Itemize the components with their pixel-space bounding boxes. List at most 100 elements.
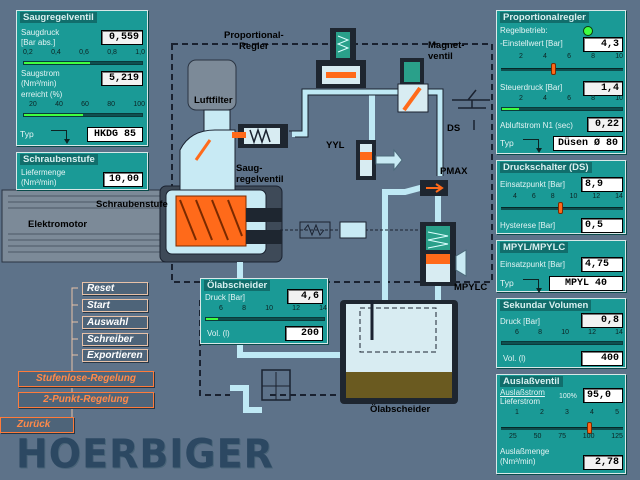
tick: 12	[592, 193, 601, 200]
einstellwert-slider-track[interactable]	[501, 68, 623, 71]
tick: 3	[565, 409, 569, 416]
saugdruck-bar	[23, 61, 143, 65]
saugdruck-scale: 0,2 0,4 0,6 0,8 1,0	[23, 49, 145, 56]
exportieren-button[interactable]: Exportieren	[82, 349, 148, 362]
hysterese-label: Hysterese [Bar]	[500, 221, 556, 230]
erreicht-scale: 20 40 60 80 100	[29, 101, 145, 108]
liefermenge-label: Liefermenge	[21, 168, 66, 177]
stufenlose-regelung-button[interactable]: Stufenlose-Regelung	[18, 371, 154, 387]
liefermenge-value[interactable]: 10,00	[103, 172, 143, 187]
hysterese-value[interactable]: 0,5	[581, 218, 623, 233]
auslassmenge-unit: (Nm³/min)	[500, 457, 536, 466]
einstellwert-slider-knob[interactable]	[551, 63, 556, 75]
einsatzpunkt-slider-knob[interactable]	[558, 202, 563, 214]
steuerdruck-scale: 2 4 6 8 10	[519, 95, 623, 102]
tick: 1,0	[135, 49, 145, 56]
panel-title: Ölabscheider	[204, 280, 271, 291]
tick: 10	[561, 329, 569, 336]
einstellwert-value[interactable]: 4,3	[583, 37, 623, 52]
reset-button[interactable]: Reset	[82, 282, 148, 295]
typ-label: Typ	[20, 129, 34, 139]
auswahl-button[interactable]: Auswahl	[82, 316, 148, 329]
tick: 8	[591, 95, 596, 102]
typ-arrow-icon[interactable]	[523, 279, 542, 293]
auslassstrom-value[interactable]: 95,0	[583, 388, 623, 403]
mpyl-panel: MPYL/MPYLC Einsatzpunkt [Bar] 4,75 Typ M…	[496, 240, 626, 293]
tick: 4	[590, 409, 594, 416]
einsatzpunkt-label: Einsatzpunkt [Bar]	[500, 180, 565, 189]
tick: 10	[569, 193, 578, 200]
einsatzpunkt-value[interactable]: 8,9	[581, 177, 623, 192]
typ-value[interactable]: MPYL 40	[549, 276, 623, 291]
tick: 1	[515, 409, 519, 416]
vol-value[interactable]: 200	[285, 326, 323, 341]
typ-arrow-icon[interactable]	[523, 139, 542, 153]
sekundar-vol-value[interactable]: 400	[581, 351, 623, 366]
tick: 8	[550, 193, 555, 200]
lieferstrom-label: Lieferstrom	[500, 397, 541, 406]
lieferstrom-scale: 1 2 3 4 5	[515, 409, 619, 416]
tick: 12	[588, 329, 596, 336]
tick: 6	[531, 193, 536, 200]
auslass-slider-knob[interactable]	[587, 422, 592, 434]
tick: 100	[582, 433, 595, 440]
typ-row: Typ HKDG 85	[17, 127, 147, 144]
abluftstrom-value: 0,22	[587, 117, 623, 132]
einstellwert-label: -Einstellwert [Bar]	[500, 39, 563, 48]
liefermenge-unit: (Nm³/min)	[21, 178, 57, 187]
olabscheider-panel: Ölabscheider Druck [Bar] 4,6 6 8 10 12 1…	[200, 278, 328, 344]
typ-value[interactable]: HKDG 85	[87, 127, 143, 142]
tick: 0,2	[23, 49, 33, 56]
druck-bar	[205, 317, 325, 321]
2-punkt-regelung-button[interactable]: 2-Punkt-Regelung	[18, 392, 154, 408]
typ-value[interactable]: Düsen Ø 80	[553, 136, 623, 151]
tick: 4	[543, 95, 547, 102]
zurueck-button[interactable]: Zurück	[0, 417, 74, 433]
tick: 10	[615, 95, 623, 102]
tick: 0,6	[79, 49, 89, 56]
panel-title: Auslaßventil	[500, 376, 563, 387]
tick: 6	[515, 329, 519, 336]
druck-value: 4,6	[287, 289, 323, 304]
saugdruck-value: 0,559	[101, 30, 143, 45]
saugregelventil-panel: Saugregelventil Saugdruck [Bar abs.] 0,5…	[16, 10, 148, 146]
tick: 8	[591, 53, 596, 60]
typ-arrow-icon[interactable]	[51, 130, 70, 144]
tick: 4	[513, 193, 517, 200]
label-olabscheider: Ölabscheider	[370, 404, 431, 415]
auslassventil-panel: Auslaßventil Auslaßstrom 100% Lieferstro…	[496, 374, 626, 474]
panel-title: Saugregelventil	[20, 12, 97, 23]
label-schraubenstufe: Schraubenstufe	[96, 199, 168, 210]
tick: 0,4	[51, 49, 61, 56]
tick: 14	[319, 305, 327, 312]
label-luftfilter: Luftfilter	[194, 95, 233, 106]
panel-title: Sekundar Volumen	[500, 300, 592, 311]
auslass-slider-track[interactable]	[501, 427, 623, 430]
mpyl-einsatzpunkt-label: Einsatzpunkt [Bar]	[500, 260, 565, 269]
mpyl-einsatzpunkt-value[interactable]: 4,75	[581, 257, 623, 272]
steuerdruck-bar	[501, 107, 623, 111]
tick: 20	[29, 101, 37, 108]
einstellwert-scale: 2 4 6 8 10	[519, 53, 623, 60]
regelbetrieb-led-icon	[583, 26, 593, 36]
tick: 75	[558, 433, 566, 440]
tick: 14	[615, 193, 623, 200]
schreiber-button[interactable]: Schreiber	[82, 333, 148, 346]
typ-row: Typ Düsen Ø 80	[497, 136, 625, 153]
label-magnetventil: Magnet- ventil	[428, 40, 465, 62]
steuerdruck-value: 1,4	[583, 81, 623, 96]
label-yyl: YYL	[326, 140, 345, 151]
druck-scale: 6 8 10 12 14	[219, 305, 327, 312]
vol-label: Vol. (l)	[207, 329, 230, 338]
tick: 0,8	[107, 49, 117, 56]
saugdruck-label: Saugdruck	[21, 28, 60, 37]
label-proportional-regler: Proportional- Regler	[224, 30, 284, 52]
sekundar-druck-label: Druck [Bar]	[500, 317, 541, 326]
sekundar-druck-value: 0,8	[581, 313, 623, 328]
tick: 2	[540, 409, 544, 416]
tick: 100	[133, 101, 145, 108]
start-button[interactable]: Start	[82, 299, 148, 312]
tick: 50	[533, 433, 542, 440]
typ-row: Typ MPYL 40	[497, 276, 625, 293]
